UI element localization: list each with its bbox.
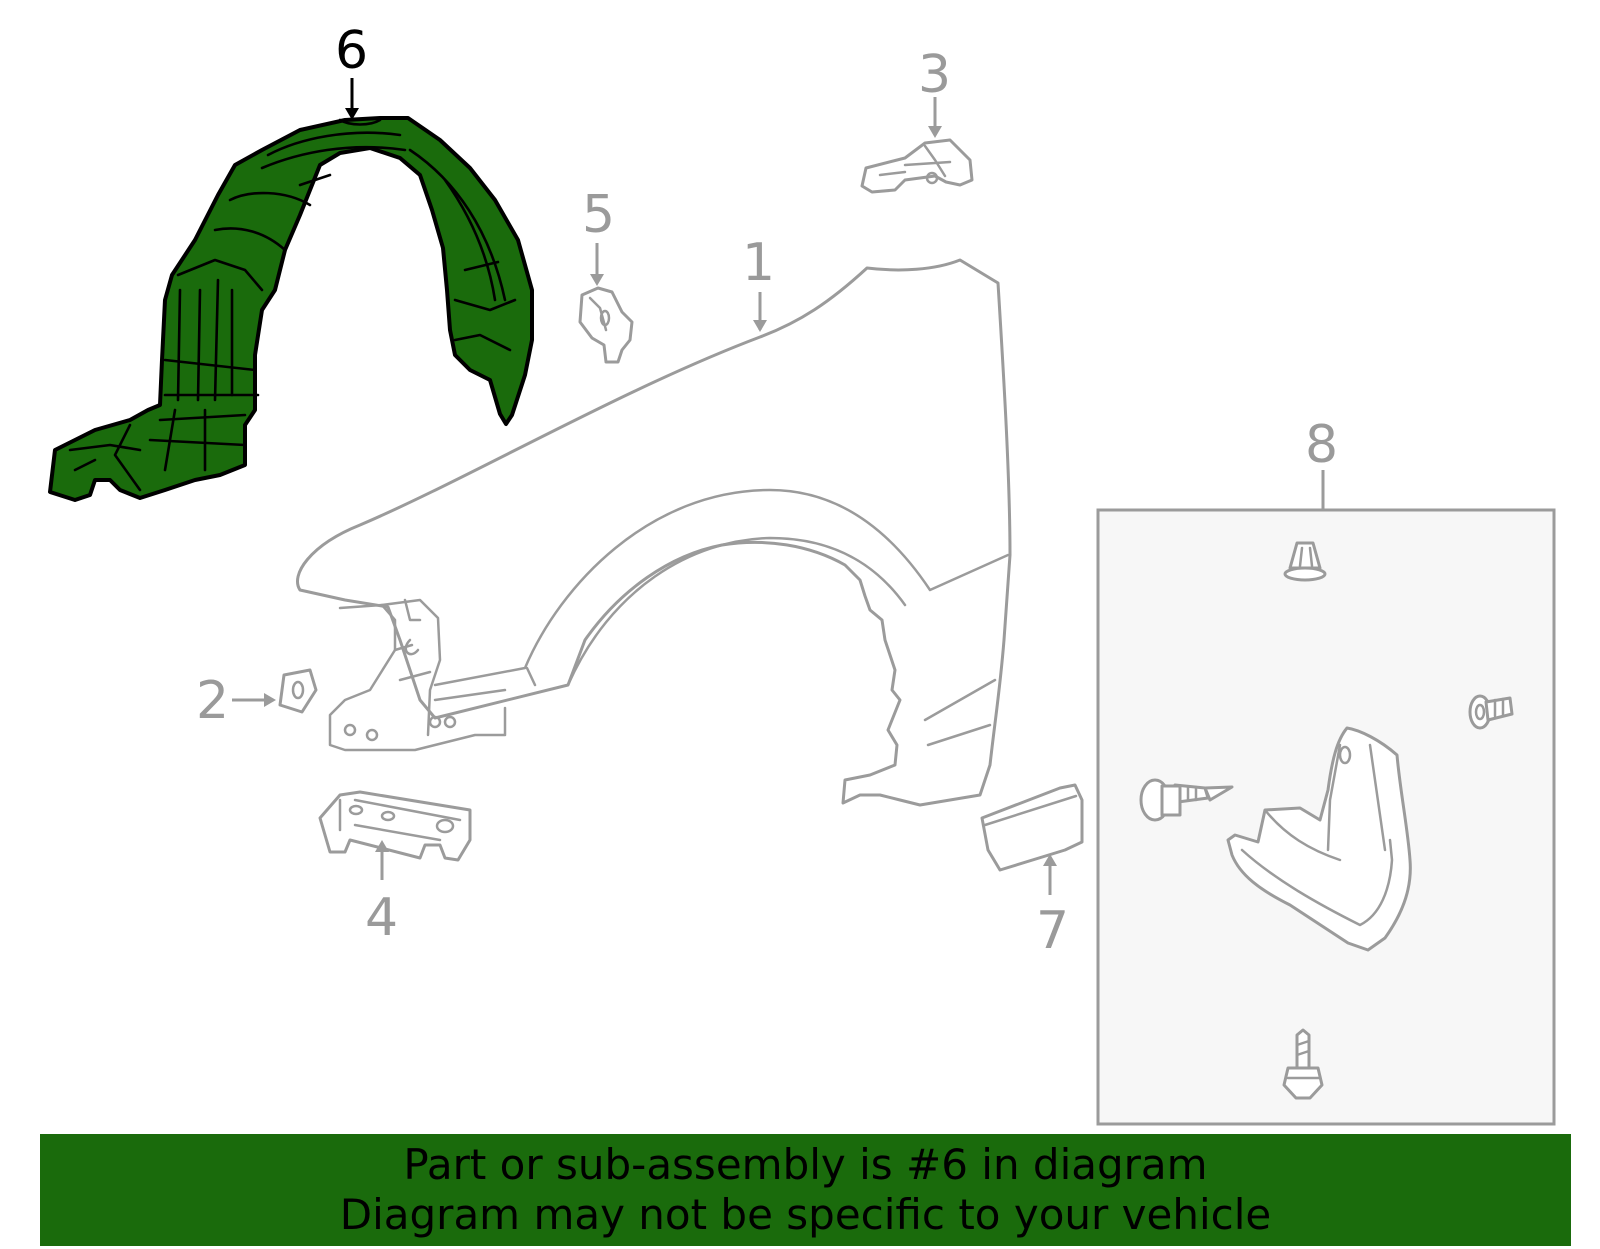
kit-clip-icon — [1283, 541, 1327, 582]
leader-1 — [753, 292, 767, 332]
callout-1: 1 — [742, 233, 775, 293]
callout-2: 2 — [196, 671, 229, 731]
callout-7: 7 — [1036, 901, 1069, 961]
callout-3: 3 — [918, 45, 951, 105]
info-banner: Part or sub-assembly is #6 in diagram Di… — [40, 1134, 1571, 1246]
retainer-clip-icon[interactable] — [578, 286, 634, 364]
callout-8: 8 — [1305, 415, 1338, 475]
side-molding-icon[interactable] — [980, 783, 1084, 872]
fender-liner-icon[interactable] — [48, 116, 534, 502]
callout-labels: 1 2 3 4 5 6 7 8 — [196, 21, 1338, 961]
fender-liner-ribs — [68, 118, 517, 492]
leader-4 — [375, 840, 389, 880]
front-fender-icon[interactable] — [296, 258, 1012, 807]
leader-lines — [232, 78, 1325, 895]
leader-3 — [928, 97, 942, 138]
callout-6: 6 — [335, 21, 368, 81]
leader-5 — [590, 243, 604, 286]
callout-4: 4 — [365, 888, 398, 948]
front-fender-shape — [296, 258, 1012, 807]
leader-6 — [345, 78, 359, 120]
kit-hex-bolt-icon — [1282, 1028, 1324, 1100]
seal-pad-icon[interactable] — [278, 668, 318, 714]
callout-5: 5 — [582, 185, 615, 245]
kit-bolt-icon — [1139, 778, 1234, 822]
fender-liner-shape — [48, 116, 534, 502]
leader-7 — [1043, 854, 1057, 895]
lower-bracket-icon[interactable] — [318, 790, 472, 862]
mud-guard-kit-icon[interactable] — [1096, 508, 1556, 1126]
mud-flap-icon — [1226, 726, 1412, 952]
banner-line-2: Diagram may not be specific to your vehi… — [339, 1190, 1272, 1239]
upper-bracket-icon[interactable] — [860, 138, 974, 194]
banner-line-1: Part or sub-assembly is #6 in diagram — [403, 1140, 1208, 1189]
kit-screw-icon — [1468, 694, 1514, 730]
leader-2 — [232, 693, 276, 707]
